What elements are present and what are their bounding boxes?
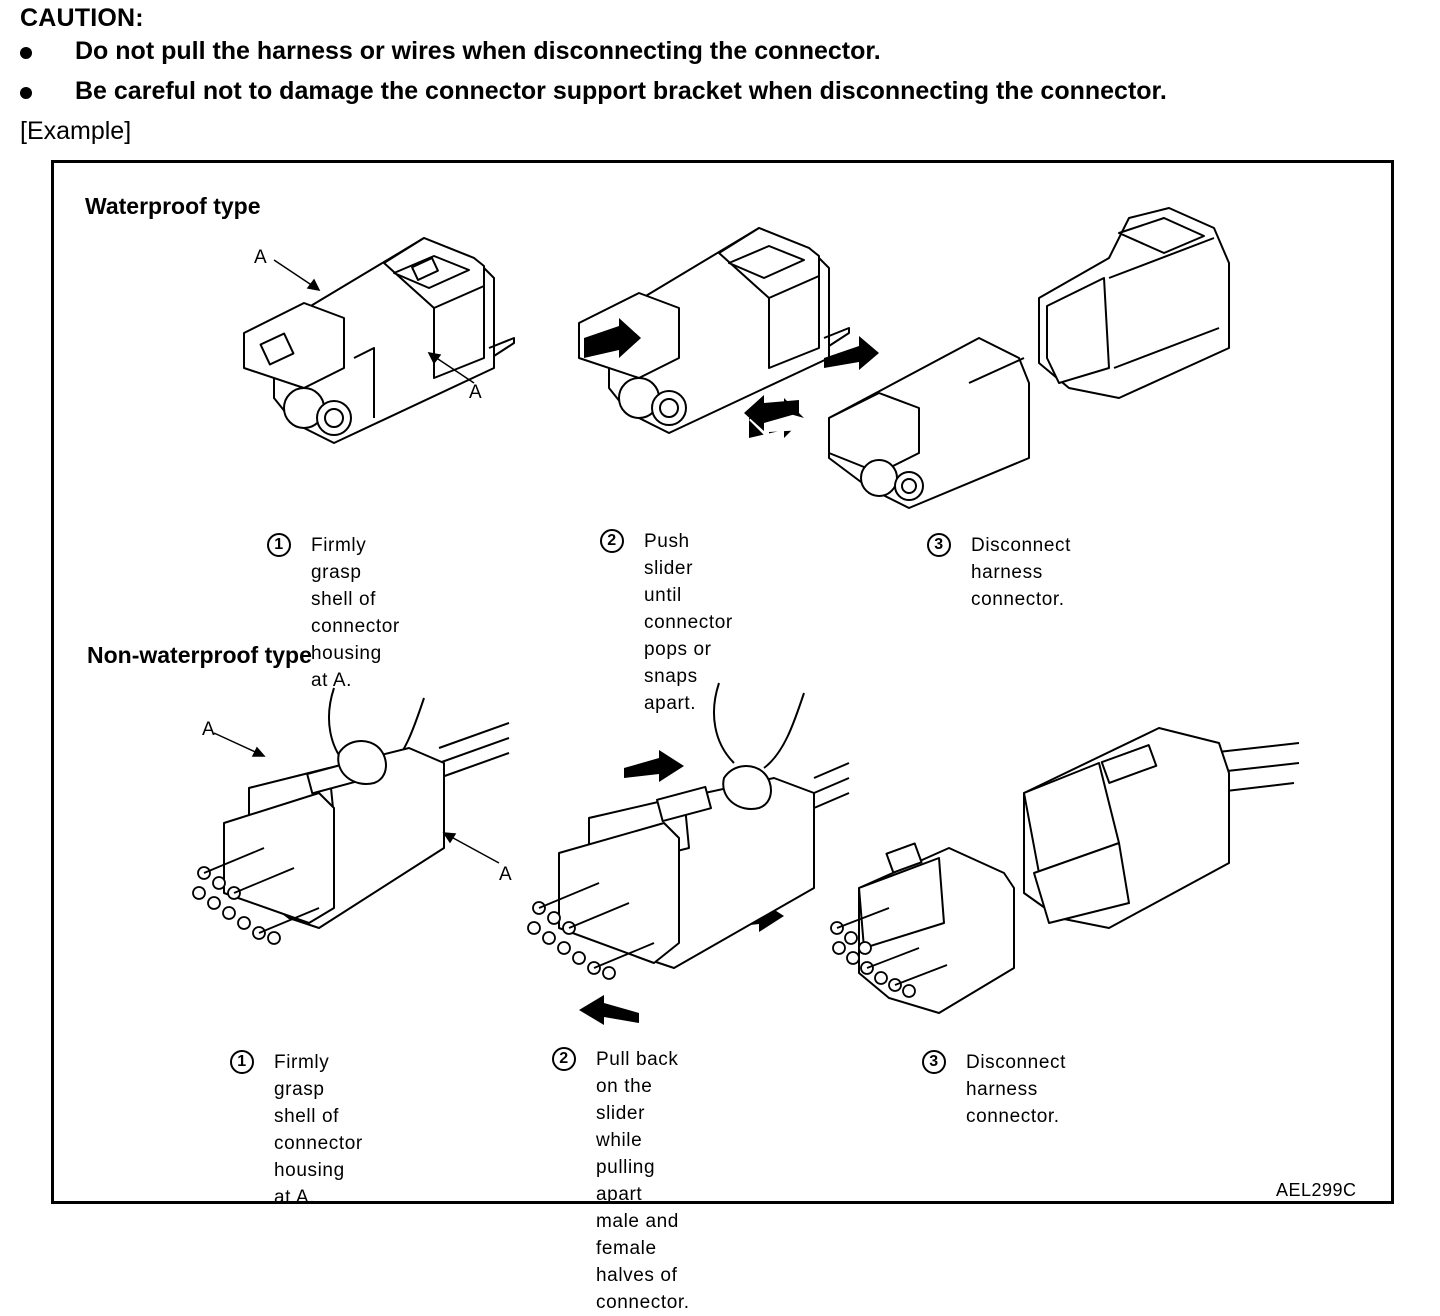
figure-id-label: AEL299C <box>1276 1180 1357 1200</box>
pull-arrow-icon <box>744 395 799 431</box>
push-arrow-icon <box>824 336 879 370</box>
step-text: Pull back on the slider while pulling ap… <box>596 1049 690 1313</box>
waterproof-connector-step2-illustration <box>578 227 850 440</box>
step-text: Firmly grasp shell of connector housing … <box>311 535 400 691</box>
waterproof-connector-step1-illustration: A A <box>243 237 515 444</box>
non-waterproof-section-title: Non-waterproof type <box>87 642 312 668</box>
non-waterproof-connector-step3-illustration <box>830 727 1300 1014</box>
callout-a-label: A <box>202 719 215 740</box>
step-number-badge: 2 <box>600 529 624 553</box>
caution-bullet-text: Do not pull the harness or wires when di… <box>75 37 881 65</box>
step-text: Firmly grasp shell of connector housing … <box>274 1052 363 1208</box>
step-number-badge: 1 <box>230 1050 254 1074</box>
non-waterproof-connector-step1-illustration: A A <box>192 687 512 945</box>
caution-bullet-text: Be careful not to damage the connector s… <box>75 77 1167 105</box>
step-number-badge: 2 <box>552 1047 576 1071</box>
waterproof-connector-step3-illustration <box>824 207 1230 509</box>
callout-a-label: A <box>254 247 267 268</box>
step-text: Push slider until connector pops or snap… <box>644 531 733 714</box>
bullet-dot-icon <box>20 87 32 99</box>
caution-title: CAUTION: <box>20 4 144 32</box>
waterproof-section-title: Waterproof type <box>85 193 261 219</box>
callout-a-label: A <box>469 382 482 403</box>
step-number-badge: 1 <box>267 533 291 557</box>
step-text: Disconnect harness connector. <box>971 535 1071 610</box>
callout-a-label: A <box>499 864 512 885</box>
step-number-badge: 3 <box>922 1050 946 1074</box>
step-number-badge: 3 <box>927 533 951 557</box>
non-waterproof-connector-step2-illustration <box>527 682 850 1025</box>
step-text: Disconnect harness connector. <box>966 1052 1066 1127</box>
bullet-dot-icon <box>20 47 32 59</box>
connector-figure-frame: Waterproof type A A <box>51 160 1394 1313</box>
example-label: [Example] <box>20 117 132 145</box>
